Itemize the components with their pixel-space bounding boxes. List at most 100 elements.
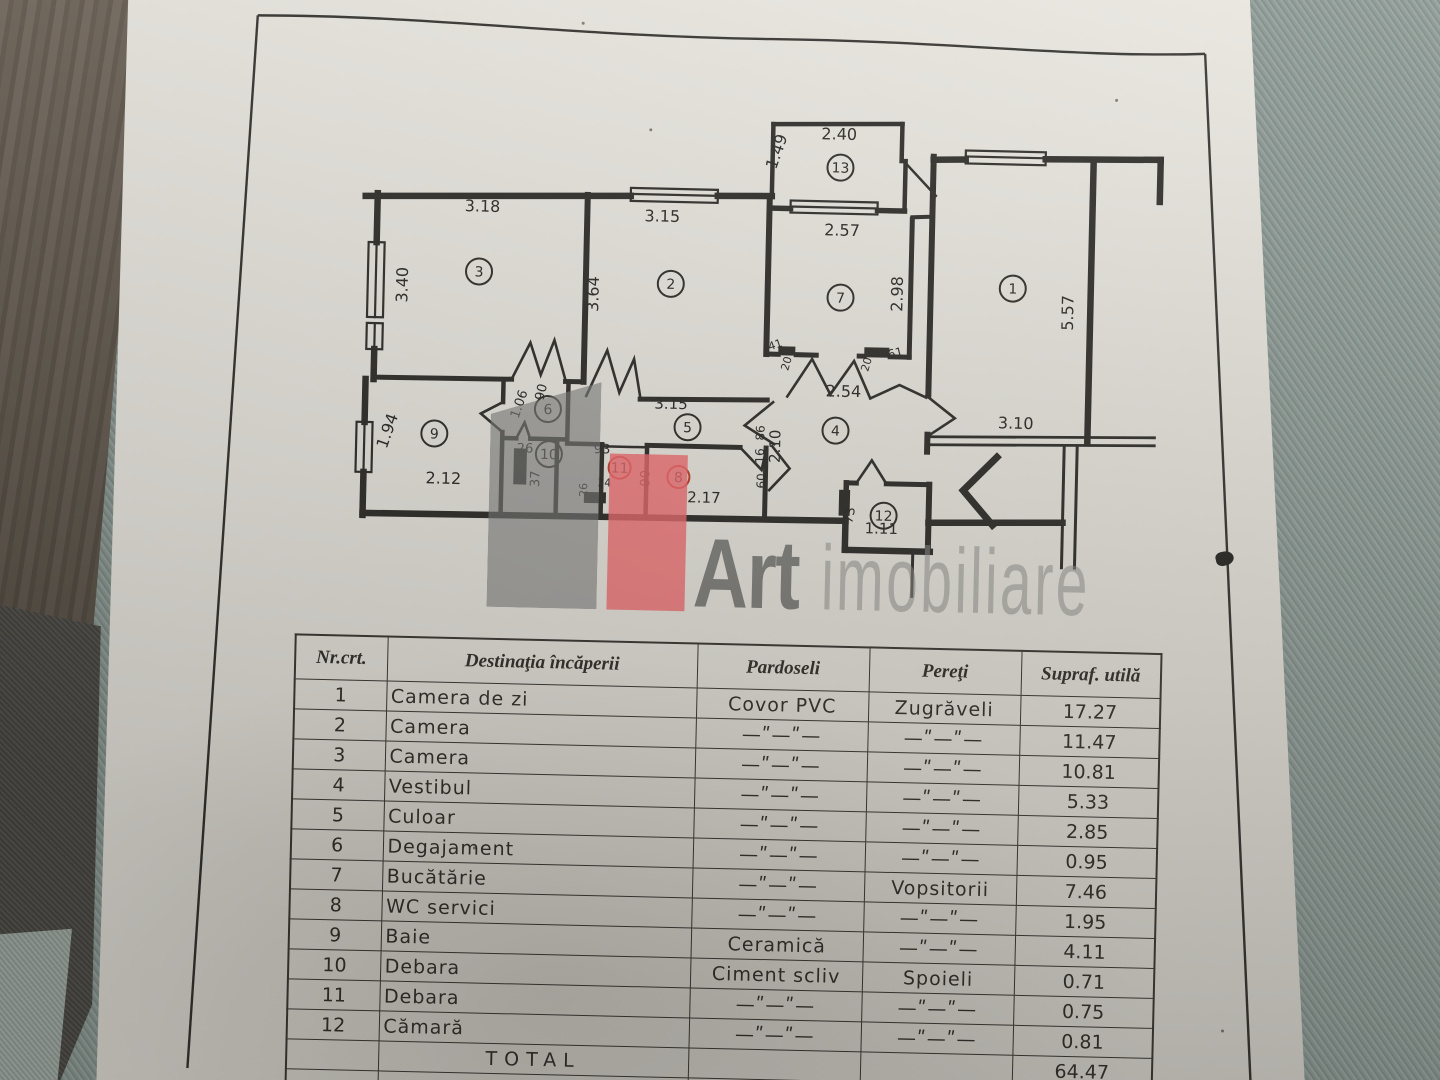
dimension-label: 2.17 — [687, 488, 721, 507]
dimension-label: 16 — [753, 448, 767, 464]
table-cell: —ʺ—ʺ— — [860, 1021, 1014, 1056]
table-cell: 0.81 — [1012, 1025, 1154, 1059]
room-number-circle — [420, 419, 449, 448]
table-cell: 12 — [286, 1008, 380, 1041]
table-cell: 1 — [294, 678, 387, 711]
table-cell: 0.71 — [1013, 965, 1155, 999]
room-number-circle — [465, 257, 494, 286]
table-cell: Covor PVC — [695, 688, 869, 722]
table-cell: Spoieli — [861, 961, 1015, 996]
dimension-label: 3.15 — [644, 206, 680, 226]
table-cell: 8 — [289, 888, 382, 921]
logo-text-imobiliare: imobiliare — [819, 527, 1092, 636]
table-cell: 7 — [289, 858, 383, 891]
table-cell: —ʺ—ʺ— — [864, 841, 1018, 876]
logo-text-art: Art — [692, 517, 801, 630]
dimension-label: 41 — [767, 337, 784, 354]
room-number: 12 — [874, 509, 892, 525]
column-header: Destinaţia încăperii — [386, 636, 698, 689]
column-header: Nr.crt. — [294, 634, 388, 681]
table-cell — [285, 1038, 379, 1071]
room-number-circle — [869, 501, 898, 530]
room-number: 1 — [1008, 281, 1017, 297]
table-cell: —ʺ—ʺ— — [861, 991, 1014, 1026]
room-number-circle — [826, 153, 855, 182]
table-cell — [687, 1047, 861, 1080]
column-header: Pardoseli — [696, 643, 870, 692]
table-cell: —ʺ—ʺ— — [865, 811, 1018, 846]
dimension-label: 2.98 — [887, 276, 907, 312]
table-cell: 5.33 — [1017, 785, 1159, 819]
table-cell: Zugrăveli — [867, 691, 1021, 726]
dimension-label: 2.12 — [425, 468, 461, 488]
dimension-label: 3.64 — [583, 276, 603, 312]
room-number: 2 — [666, 277, 675, 293]
table-cell: —ʺ—ʺ— — [688, 1017, 862, 1052]
table-cell: 10 — [287, 948, 381, 981]
dimension-label: 1.49 — [762, 132, 792, 172]
table-cell: Ciment scliv — [689, 957, 863, 992]
table-cell: —ʺ—ʺ— — [695, 718, 868, 752]
dimension-label: 60 — [754, 473, 768, 489]
table-cell: —ʺ—ʺ— — [863, 901, 1016, 936]
table-cell: —ʺ—ʺ— — [693, 807, 866, 842]
table-cell: 9 — [288, 918, 382, 951]
table-cell: 17.27 — [1019, 695, 1161, 729]
table-cell: 2 — [293, 708, 387, 741]
dimension-label: 61 — [886, 344, 904, 361]
dimension-label: 86 — [753, 425, 767, 441]
table-cell: 4.11 — [1014, 935, 1156, 969]
column-header: Supraf. utilă — [1020, 650, 1162, 699]
table-cell — [285, 1068, 378, 1080]
room-number-circle — [826, 283, 855, 312]
table-cell: —ʺ—ʺ— — [691, 897, 864, 932]
table-cell: 11 — [287, 978, 380, 1011]
table-cell: 5 — [291, 798, 384, 831]
dimension-label: 20 — [778, 355, 794, 372]
table-cell: —ʺ—ʺ— — [694, 747, 868, 782]
table-cell: 7.46 — [1015, 875, 1157, 909]
dimension-label: 2.57 — [824, 220, 860, 240]
logo-mark-gray — [486, 380, 601, 609]
table-cell: 6 — [290, 828, 384, 861]
room-number: 13 — [831, 160, 849, 176]
table-cell — [859, 1051, 1013, 1080]
table-cell: —ʺ—ʺ— — [862, 931, 1016, 966]
table-cell: 1.95 — [1015, 905, 1156, 939]
table-cell: 0.75 — [1013, 995, 1154, 1029]
entrance-arrow — [958, 452, 1002, 531]
table-cell: Ceramică — [690, 927, 864, 962]
table-cell: 64.47 — [1011, 1055, 1153, 1080]
dimension-label: 2.40 — [821, 124, 857, 144]
room-number: 4 — [831, 423, 840, 439]
room-number-circle — [821, 416, 850, 445]
dimension-label: 3.10 — [998, 413, 1034, 433]
room-number: 5 — [683, 420, 692, 436]
dimension-label: 3.18 — [464, 196, 500, 216]
table-cell: 4 — [292, 768, 385, 801]
logo-mark-red — [606, 453, 688, 612]
table-cell: 10.81 — [1018, 755, 1160, 789]
table-cell: 11.47 — [1019, 725, 1160, 759]
table-cell: —ʺ—ʺ— — [866, 751, 1020, 786]
table-cell: Vopsitorii — [863, 871, 1017, 906]
table-cell: —ʺ—ʺ— — [689, 987, 862, 1022]
room-number-circle — [673, 413, 702, 442]
dimension-label: 34 — [597, 476, 611, 489]
dimension-label: 2.54 — [825, 381, 861, 401]
table-cell: 3 — [292, 738, 386, 771]
dimension-label: 3.40 — [392, 267, 412, 303]
table-cell: —ʺ—ʺ— — [693, 777, 867, 812]
room-number: 7 — [836, 291, 845, 307]
table-cell: 0.95 — [1016, 845, 1158, 879]
dimension-label: 2.10 — [766, 429, 785, 463]
dimension-label: 73 — [841, 506, 859, 525]
table-cell: —ʺ—ʺ— — [692, 837, 866, 872]
dimension-label: 20 — [858, 356, 874, 373]
room-number-circle — [656, 269, 685, 298]
